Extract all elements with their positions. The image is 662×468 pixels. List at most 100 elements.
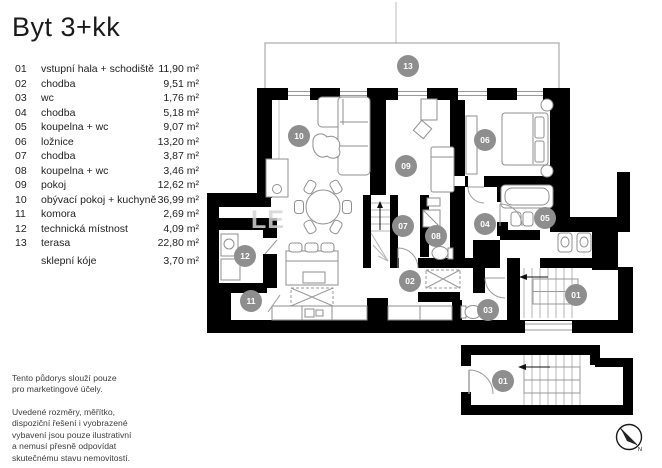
legend-room-number: 02 — [15, 77, 27, 90]
legend-room-name: chodba — [41, 77, 76, 90]
living-room-furniture — [265, 96, 453, 321]
legend-room-area: 4,09 m² — [163, 222, 199, 235]
room-badge-label: 09 — [401, 161, 411, 171]
legend-room-name: koupelna + wc — [41, 164, 109, 177]
room09-furniture — [412, 98, 455, 193]
windows — [288, 88, 572, 333]
legend-room-name: wc — [41, 92, 54, 104]
legend-room-number: 04 — [15, 106, 27, 119]
legend-room-name: ložnice — [41, 135, 74, 148]
coffee-table — [312, 133, 341, 159]
room-badge-10 — [288, 125, 310, 147]
room-badge-09 — [395, 155, 417, 177]
legend-room-number: 01 — [15, 63, 27, 75]
bedroom-furniture — [465, 98, 554, 178]
room-badge-11 — [240, 290, 262, 312]
nightstand — [540, 98, 554, 112]
entrance-door — [525, 321, 572, 333]
sink — [576, 232, 592, 253]
room-badge-label: 13 — [403, 61, 413, 71]
cellar-staircase — [518, 355, 581, 405]
room-badge-label: 01 — [498, 376, 508, 386]
legend-row: 12 technická místnost 4,09 m² — [15, 222, 199, 237]
legend-room-area: 11,90 m² — [158, 63, 199, 75]
legend-room-name: technická místnost — [41, 222, 128, 235]
legend-room-area: 3,46 m² — [163, 164, 199, 177]
room-badge-label: 05 — [540, 213, 550, 223]
legend-room-number: 05 — [15, 121, 27, 133]
room-badge-label: 03 — [483, 305, 493, 315]
compass-icon: N — [615, 423, 643, 453]
interior-staircase — [370, 201, 390, 262]
room-badge-label: 08 — [431, 231, 441, 241]
door-arcs — [264, 186, 523, 313]
room-badge-02 — [399, 270, 421, 292]
legend-room-number: 11 — [15, 208, 26, 220]
legend-row: 11 komora 2,69 m² — [15, 207, 199, 222]
skylight-living — [290, 287, 334, 307]
room12-fixtures — [220, 233, 241, 281]
legend-room-number: 06 — [15, 135, 27, 148]
cellar-door-arc — [468, 369, 494, 395]
legend-room-area: 12,62 m² — [157, 179, 199, 191]
washing-machine — [220, 233, 239, 257]
legend-room-name: obývací pokoj + kuchyně — [41, 193, 157, 206]
page-title: Byt 3+kk — [12, 12, 121, 42]
legend-room-area: 36,99 m² — [157, 193, 199, 206]
legend-row: 01 vstupní hala + schodiště 11,90 m² — [15, 62, 199, 77]
legend-room-number: 07 — [15, 150, 27, 162]
room-badge-13 — [397, 55, 419, 77]
legend-room-area: 3,70 m² — [163, 254, 199, 267]
legend-room-number: 13 — [15, 237, 27, 249]
legend-room-name: komora — [41, 208, 77, 220]
room-badge-03 — [477, 299, 499, 321]
legend-room-number: 09 — [15, 179, 27, 191]
room-badge-label: 02 — [405, 276, 415, 286]
room-badge-label: 06 — [480, 135, 490, 145]
room-badge-08 — [425, 225, 447, 247]
compass-north-label: N — [638, 447, 642, 453]
toilet — [510, 211, 522, 227]
toilet — [431, 246, 449, 260]
skylight-corridor — [425, 269, 461, 289]
bed-single — [430, 146, 455, 193]
legend-row: 09 pokoj 12,62 m² — [15, 178, 199, 193]
legend-room-area: 3,87 m² — [163, 150, 199, 162]
room-badge-07 — [392, 215, 414, 237]
legend-room-number: 03 — [15, 92, 27, 104]
room-badge-01-cellar — [492, 370, 514, 392]
room-badge-06 — [474, 129, 496, 151]
cellar-unit — [461, 345, 633, 415]
legend-room-area: 1,76 m² — [163, 92, 199, 104]
legend-row: 04 chodba 5,18 m² — [15, 106, 199, 121]
legend-room-name: pokoj — [41, 179, 67, 191]
legend-room-area: 5,18 m² — [163, 106, 199, 119]
watermark: LE — [251, 206, 285, 234]
legend-room-number: 12 — [15, 222, 27, 235]
kitchen-island — [285, 242, 339, 286]
bidet — [522, 211, 534, 227]
room-badge-label: 07 — [398, 221, 408, 231]
room-badges: 13 10 09 06 05 07 08 04 02 03 12 11 01 — [234, 55, 587, 392]
legend-room-area: 22,80 m² — [157, 237, 199, 249]
room-legend: 01 vstupní hala + schodiště 11,90 m² 02 cho… — [15, 62, 199, 268]
dining-table — [305, 189, 341, 225]
legend-room-name: chodba — [41, 106, 76, 119]
sink — [426, 197, 441, 207]
room-badge-04 — [474, 213, 496, 235]
legend-room-area: 2,69 m² — [163, 208, 199, 220]
bathtub — [500, 184, 554, 209]
legend-room-name: vstupní hala + schodiště — [41, 63, 154, 75]
chair — [412, 119, 433, 140]
room-badge-05 — [534, 207, 556, 229]
counter — [220, 258, 241, 281]
